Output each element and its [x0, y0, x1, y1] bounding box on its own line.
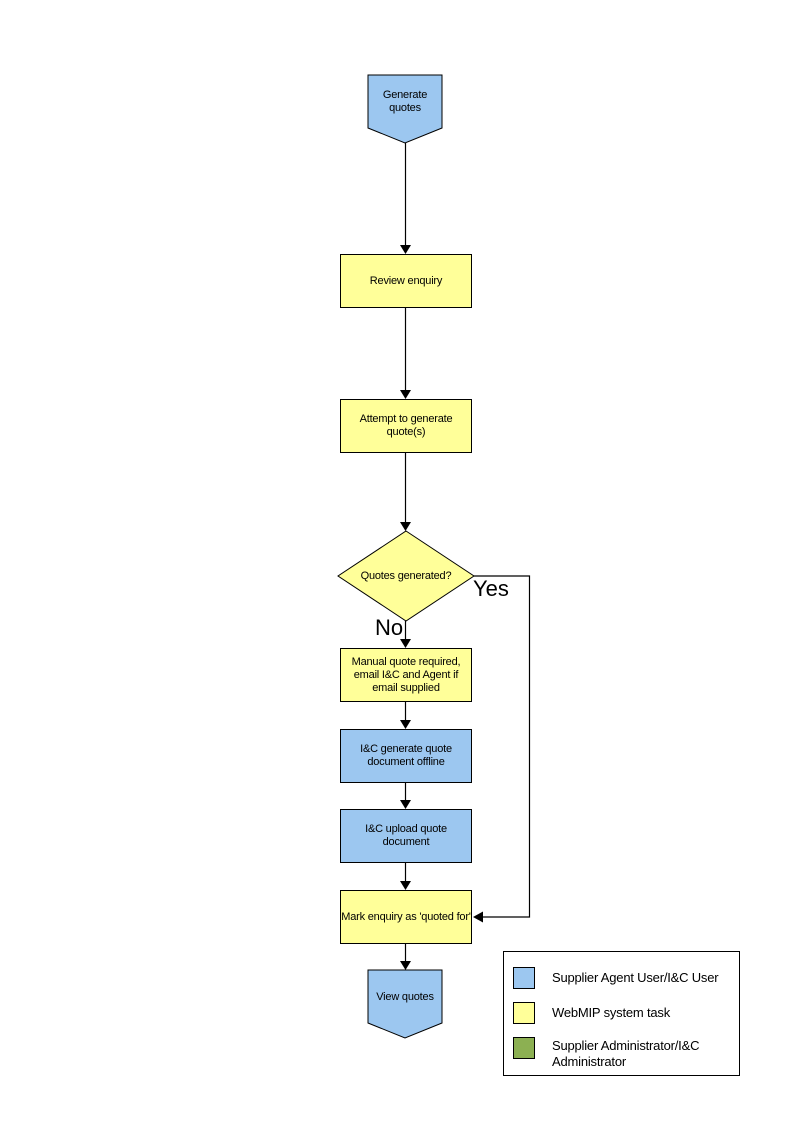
node-review-enquiry: Review enquiry: [340, 254, 472, 308]
legend-swatch-admin-task: [513, 1037, 535, 1059]
legend-swatch-user-task: [513, 967, 535, 989]
arrowhead-attempt: [400, 390, 411, 399]
node-generate-quotes: Generate quotes: [368, 77, 442, 127]
node-ic-generate-quote-offline: I&C generate quote document offline: [340, 729, 472, 783]
node-mark-enquiry-quoted-for: Mark enquiry as 'quoted for': [340, 890, 472, 944]
arrowhead-end: [400, 961, 411, 970]
legend-item-supplier-agent-user: Supplier Agent User/I&C User: [513, 967, 737, 989]
connector-yes-branch: [474, 575, 531, 918]
legend-item-webmip-system-task: WebMIP system task: [513, 1002, 737, 1024]
node-view-quotes: View quotes: [368, 972, 442, 1022]
legend-box: Supplier Agent User/I&C User WebMIP syst…: [503, 951, 740, 1076]
arrowhead-manual: [400, 639, 411, 648]
node-ic-upload-quote-document: I&C upload quote document: [340, 809, 472, 863]
node-attempt-generate-quotes: Attempt to generate quote(s): [340, 399, 472, 453]
node-quotes-generated-decision: Quotes generated?: [351, 546, 461, 606]
legend-swatch-system-task: [513, 1002, 535, 1024]
node-label: Generate quotes: [382, 89, 428, 114]
branch-label-yes: Yes: [473, 576, 509, 601]
node-label: View quotes: [376, 990, 434, 1003]
node-label: I&C upload quote document: [365, 823, 447, 848]
node-label: Manual quote required, email I&C and Age…: [351, 655, 461, 694]
node-label: Mark enquiry as 'quoted for': [341, 910, 471, 923]
arrowhead-review: [400, 245, 411, 254]
arrowhead-mark: [400, 881, 411, 890]
legend-label: WebMIP system task: [552, 1005, 671, 1020]
arrowhead-icupload: [400, 800, 411, 809]
arrowhead-yes-branch: [473, 911, 483, 923]
node-label: Quotes generated?: [360, 569, 452, 582]
legend-label: Supplier Administrator/I&C Administrator: [552, 1038, 700, 1069]
node-manual-quote-required: Manual quote required, email I&C and Age…: [340, 648, 472, 702]
branch-label-no: No: [375, 615, 404, 640]
arrowhead-decision: [400, 522, 411, 531]
node-label: Attempt to generate quote(s): [359, 413, 453, 438]
legend-label: Supplier Agent User/I&C User: [552, 970, 719, 985]
node-label: Review enquiry: [369, 274, 443, 287]
node-label: I&C generate quote document offline: [360, 743, 452, 768]
legend-item-supplier-administrator: Supplier Administrator/I&C Administrator: [513, 1037, 737, 1070]
arrowhead-icgen: [400, 720, 411, 729]
